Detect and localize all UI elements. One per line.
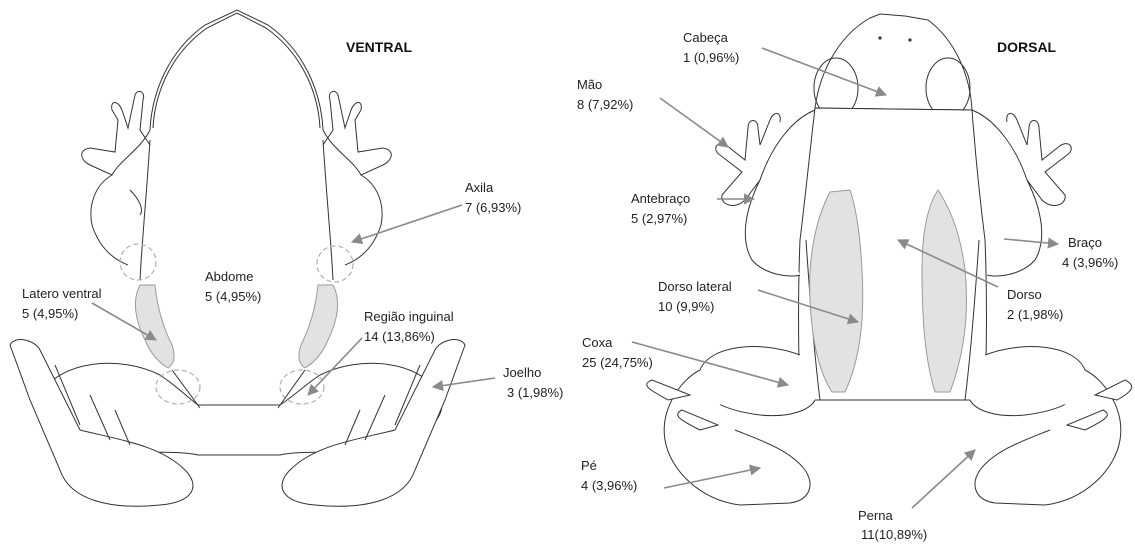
dorsal-right-arm bbox=[972, 110, 1071, 276]
svg-text:Braço: Braço bbox=[1068, 235, 1102, 250]
svg-text:14 (13,86%): 14 (13,86%) bbox=[364, 329, 435, 344]
ventral-jaw bbox=[150, 10, 323, 130]
svg-text:4 (3,96%): 4 (3,96%) bbox=[581, 478, 637, 493]
label-regiao-inguinal: Região inguinal 14 (13,86%) bbox=[364, 309, 454, 344]
latero-ventral-right-mark bbox=[299, 285, 338, 368]
ventral-left-arm bbox=[82, 91, 150, 265]
svg-text:Cabeça: Cabeça bbox=[683, 30, 729, 45]
svg-text:Dorso: Dorso bbox=[1007, 287, 1042, 302]
svg-text:Coxa: Coxa bbox=[582, 335, 613, 350]
ventral-heading: VENTRAL bbox=[346, 39, 413, 55]
label-latero-ventral: Latero ventral 5 (4,95%) bbox=[22, 286, 102, 321]
dorsal-frog-illustration bbox=[647, 14, 1132, 505]
dorsal-head bbox=[815, 14, 972, 110]
mao-arrow bbox=[660, 98, 728, 147]
svg-text:11(10,89%): 11(10,89%) bbox=[861, 527, 927, 542]
label-coxa: Coxa 25 (24,75%) bbox=[582, 335, 653, 370]
label-mao: Mão 8 (7,92%) bbox=[577, 77, 633, 112]
svg-text:2 (1,98%): 2 (1,98%) bbox=[1007, 307, 1063, 322]
svg-text:Latero ventral: Latero ventral bbox=[22, 286, 102, 301]
svg-text:Mão: Mão bbox=[577, 77, 602, 92]
svg-text:Axila: Axila bbox=[465, 180, 494, 195]
svg-text:4 (3,96%): 4 (3,96%) bbox=[1062, 255, 1118, 270]
svg-text:8 (7,92%): 8 (7,92%) bbox=[577, 97, 633, 112]
label-braco: Braço 4 (3,96%) bbox=[1062, 235, 1118, 270]
label-joelho: Joelho 3 (1,98%) bbox=[503, 365, 563, 400]
svg-text:Pé: Pé bbox=[581, 458, 597, 473]
svg-text:Joelho: Joelho bbox=[503, 365, 541, 380]
svg-text:5 (4,95%): 5 (4,95%) bbox=[205, 289, 261, 304]
dorsal-heading: DORSAL bbox=[997, 39, 1057, 55]
label-pe: Pé 4 (3,96%) bbox=[581, 458, 637, 493]
label-dorso: Dorso 2 (1,98%) bbox=[1007, 287, 1063, 322]
ventral-right-arm bbox=[323, 91, 391, 265]
svg-text:3 (1,98%): 3 (1,98%) bbox=[507, 385, 563, 400]
label-perna: Perna 11(10,89%) bbox=[858, 508, 927, 542]
svg-text:5 (4,95%): 5 (4,95%) bbox=[22, 306, 78, 321]
perna-arrow bbox=[912, 450, 975, 508]
label-abdome: Abdome 5 (4,95%) bbox=[205, 269, 261, 304]
label-axila: Axila 7 (6,93%) bbox=[465, 180, 521, 215]
latero-ventral-left-mark bbox=[135, 285, 174, 368]
svg-text:Perna: Perna bbox=[858, 508, 893, 523]
ventral-frog-illustration bbox=[10, 10, 465, 506]
svg-text:5 (2,97%): 5 (2,97%) bbox=[631, 211, 687, 226]
svg-text:Abdome: Abdome bbox=[205, 269, 253, 284]
label-dorso-lateral: Dorso lateral 10 (9,9%) bbox=[658, 279, 732, 314]
svg-text:Dorso lateral: Dorso lateral bbox=[658, 279, 732, 294]
svg-text:Região inguinal: Região inguinal bbox=[364, 309, 454, 324]
svg-text:1 (0,96%): 1 (0,96%) bbox=[683, 50, 739, 65]
label-cabeca: Cabeça 1 (0,96%) bbox=[683, 30, 739, 65]
label-antebraco: Antebraço 5 (2,97%) bbox=[631, 191, 690, 226]
svg-text:7 (6,93%): 7 (6,93%) bbox=[465, 200, 521, 215]
svg-text:Antebraço: Antebraço bbox=[631, 191, 690, 206]
svg-text:10 (9,9%): 10 (9,9%) bbox=[658, 299, 714, 314]
ventral-torso bbox=[140, 140, 333, 280]
svg-text:25 (24,75%): 25 (24,75%) bbox=[582, 355, 653, 370]
